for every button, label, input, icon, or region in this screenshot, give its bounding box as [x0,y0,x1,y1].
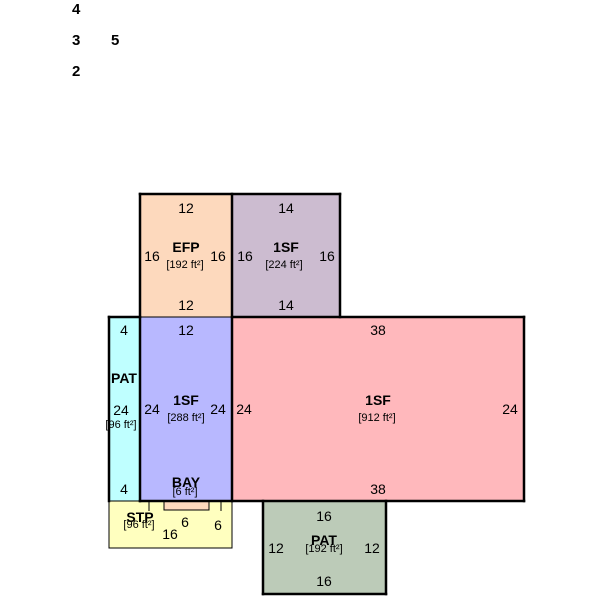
room-1sf-main-right-dim: 24 [502,401,518,417]
room-pat-bottom-left-dim: 12 [268,540,284,556]
legend-row-2: 3 [72,32,80,49]
room-1sf-middle-name: 1SF [173,392,199,408]
room-pat-left-area: [96 ft²] [105,419,136,431]
room-1sf-middle-right-dim: 24 [210,401,226,417]
legend-row-1: 4 [72,1,81,18]
room-stp-right-dim: 6 [214,517,222,533]
room-efp-bottom-dim: 12 [178,297,194,313]
room-pat-bottom-right-dim: 12 [364,540,380,556]
room-1sf-main-bottom-dim: 38 [370,481,386,497]
room-efp-left-dim: 16 [144,248,160,264]
room-1sf-middle[interactable]: 12 1SF [288 ft²] 24 24 [139,316,233,502]
room-pat-left-bottom-dim: 4 [120,481,128,497]
room-pat-bottom[interactable]: 16 PAT [192 ft²] 12 12 16 [262,500,387,595]
room-1sf-middle-area: [288 ft²] [167,412,204,424]
room-pat-bottom-area: [192 ft²] [305,543,342,555]
room-pat-bottom-bottom-dim: 16 [316,573,332,589]
room-pat-left-side-dim: 24 [113,402,129,418]
room-1sf-main[interactable]: 38 1SF [912 ft²] 24 24 38 [231,316,525,502]
legend-row-2b: 5 [111,32,119,49]
room-stp-name: STP [126,509,153,525]
room-efp[interactable]: 12 EFP [192 ft²] 16 16 12 [139,193,233,318]
legend-row-3: 2 [72,63,80,80]
room-efp-name: EFP [172,239,199,255]
room-1sf-upper-name: 1SF [273,239,299,255]
room-pat-bottom-top-dim: 16 [316,508,332,524]
room-stp-inner-dim: 6 [181,514,189,530]
room-pat-left-shape [108,316,141,502]
room-1sf-main-left-dim: 24 [236,401,252,417]
room-pat-bottom-shape [262,500,387,595]
room-efp-area: [192 ft²] [166,259,203,271]
room-1sf-upper-top-dim: 14 [278,200,294,216]
room-1sf-main-name: 1SF [365,392,391,408]
room-1sf-main-shape [231,316,525,502]
room-efp-right-dim: 16 [210,248,226,264]
room-1sf-main-top-dim: 38 [370,322,386,338]
room-bay-area: [6 ft²] [172,486,197,498]
room-1sf-upper-left-dim: 16 [237,248,253,264]
room-pat-bottom-name: PAT [311,532,337,548]
room-bay-shape [163,500,210,511]
room-stp-bottom-dim: 16 [162,526,178,542]
room-pat-left-top-dim: 4 [120,322,128,338]
room-pat-left-name: PAT [111,370,137,386]
room-pat-left[interactable]: 4 PAT 24 [96 ft²] 4 [105,316,141,502]
room-stp-area: [96 ft²] [123,519,154,531]
exterior-walls [107,192,526,596]
room-bay-name: BAY [172,474,201,490]
room-1sf-main-area: [912 ft²] [358,412,395,424]
room-1sf-upper-bottom-dim: 14 [278,297,294,313]
room-efp-top-dim: 12 [178,200,194,216]
room-1sf-middle-top-dim: 12 [178,322,194,338]
room-1sf-upper-area: [224 ft²] [265,259,302,271]
room-1sf-upper[interactable]: 14 1SF [224 ft²] 16 16 14 [231,193,341,318]
room-1sf-middle-shape [139,316,233,502]
room-bay[interactable]: BAY [6 ft²] [163,474,210,511]
room-1sf-upper-right-dim: 16 [319,248,335,264]
room-1sf-middle-left-dim: 24 [144,401,160,417]
